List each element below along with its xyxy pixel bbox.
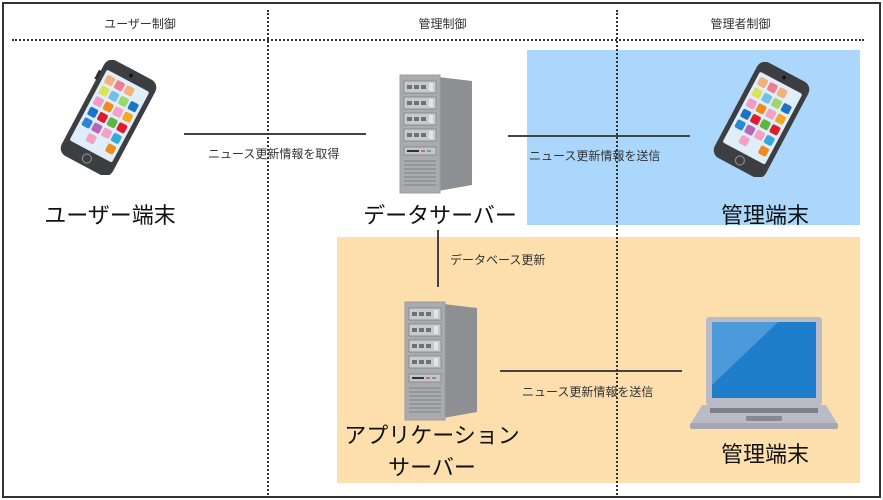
admin-laptop-label: 管理端末: [720, 443, 809, 468]
zone-divider-user-management: [267, 10, 269, 498]
app-server-label-line1: アプリケーション: [344, 424, 520, 449]
smartphone-icon: [60, 60, 157, 175]
app-server-label-line2: サーバー: [388, 456, 476, 481]
zone-header-divider: [12, 39, 864, 41]
zone-label-admin: 管理者制御: [710, 17, 771, 31]
zone-label-management: 管理制御: [418, 17, 467, 31]
user-terminal-label: ユーザー端末: [44, 204, 176, 229]
admin-phone-label: 管理端末: [720, 204, 809, 229]
server-tower-icon: [404, 301, 477, 421]
link-data-server-admin-phone: [508, 135, 690, 137]
zone-label-user: ユーザー制御: [104, 17, 176, 31]
user-terminal-node[interactable]: [52, 60, 167, 175]
laptop-icon: [690, 317, 838, 429]
link-app-server-admin-laptop: [500, 370, 682, 372]
admin-laptop-node[interactable]: [688, 315, 848, 433]
smartphone-icon: [713, 62, 810, 177]
link-label-send-news-phone: ニュース更新情報を送信: [529, 149, 661, 163]
admin-phone-panel: [527, 50, 860, 225]
app-server-node[interactable]: [403, 300, 479, 422]
admin-phone-node[interactable]: [705, 62, 820, 177]
link-user-data-server: [184, 133, 366, 135]
link-label-send-news-laptop: ニュース更新情報を送信: [522, 385, 654, 399]
data-server-node[interactable]: [398, 73, 474, 195]
server-tower-icon: [399, 74, 472, 194]
data-server-label: データサーバー: [363, 204, 517, 229]
link-label-db-update: データベース更新: [450, 253, 546, 267]
link-label-fetch-news: ニュース更新情報を取得: [208, 147, 340, 161]
app-server-label: アプリケーション サーバー: [337, 421, 527, 485]
zone-divider-management-admin: [616, 10, 618, 498]
link-data-server-app-server: [437, 230, 439, 287]
